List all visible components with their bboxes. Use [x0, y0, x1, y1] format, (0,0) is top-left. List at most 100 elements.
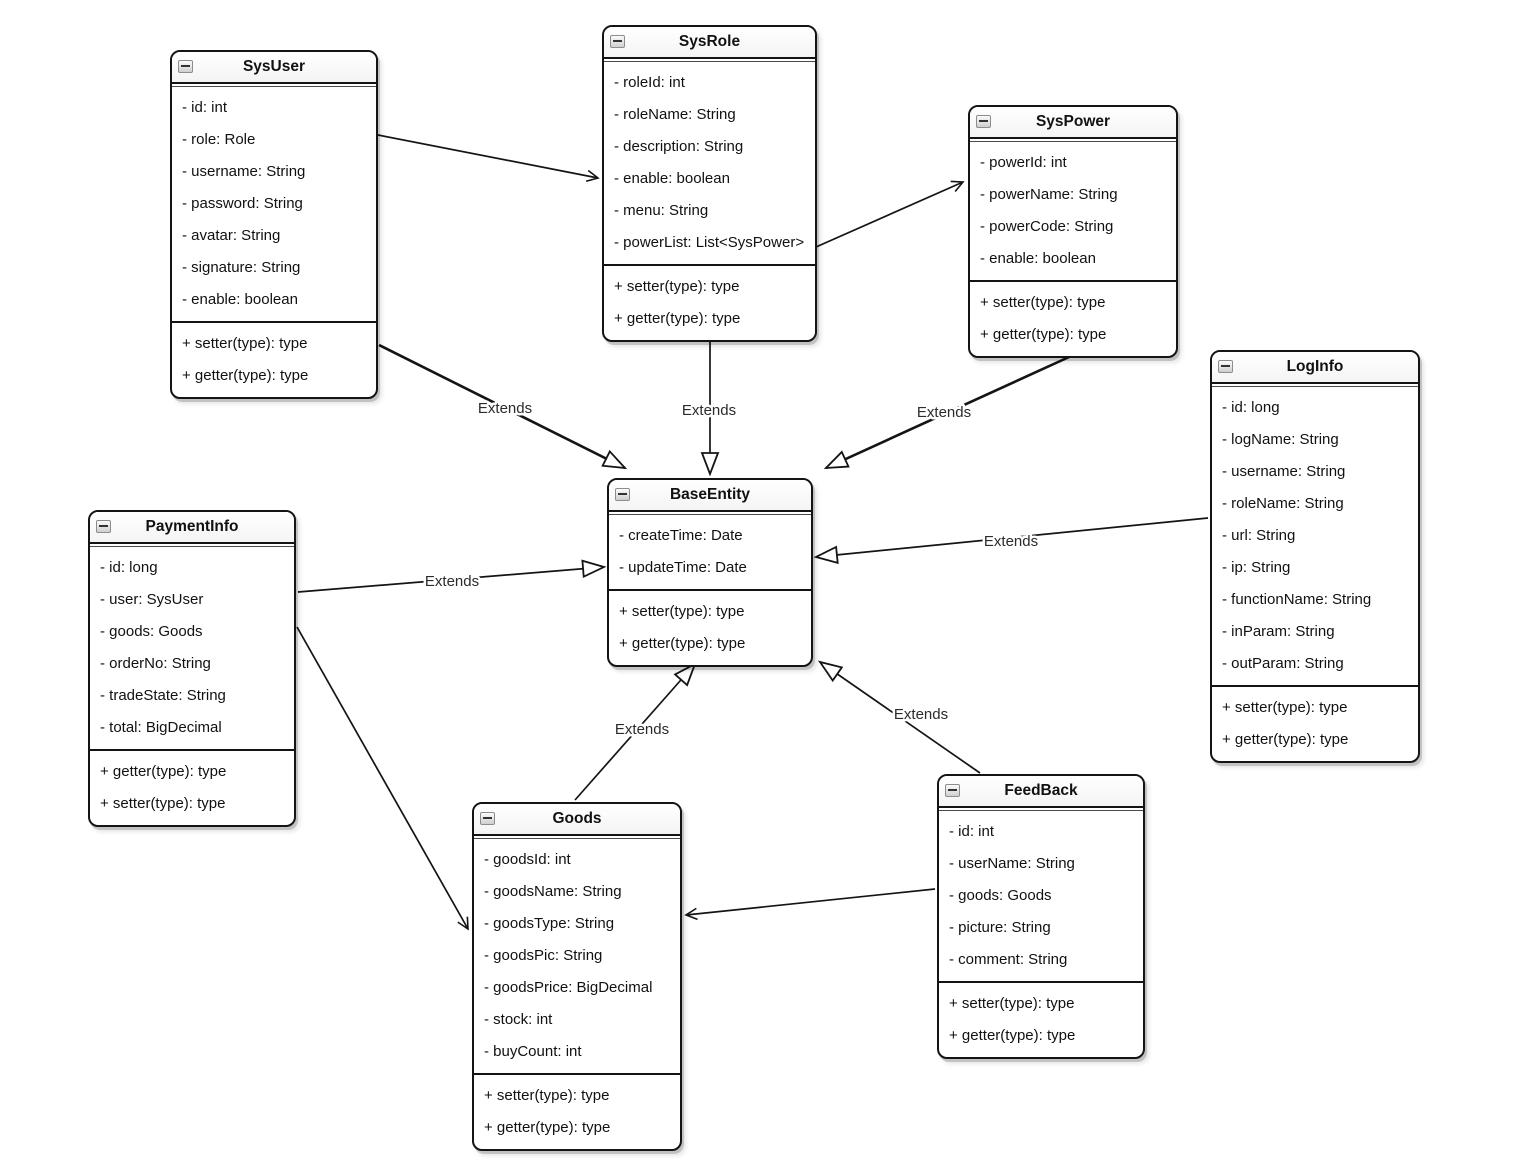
attribute-row[interactable]: - goodsType: String	[484, 915, 615, 932]
attribute-row[interactable]: - powerCode: String	[980, 218, 1114, 235]
edge-sysrole-syspower-association[interactable]	[815, 180, 965, 248]
method-row[interactable]: + getter(type): type	[1222, 731, 1349, 748]
edge-label-extends[interactable]: Extends	[679, 400, 738, 422]
collapse-minus-icon[interactable]	[945, 784, 960, 797]
class-title-bar[interactable]: SysPower	[970, 107, 1176, 139]
attribute-row[interactable]: - picture: String	[949, 919, 1051, 936]
class-loginfo[interactable]: LogInfo - id: long - logName: String - use…	[1210, 350, 1420, 763]
edge-label-extends[interactable]: Extends	[891, 704, 950, 726]
edge-goods-extends-baseentity[interactable]: Extends	[574, 662, 697, 801]
attribute-row[interactable]: - goodsId: int	[484, 851, 571, 868]
collapse-minus-icon[interactable]	[96, 520, 111, 533]
class-baseentity[interactable]: BaseEntity - createTime: Date - updateTim…	[607, 478, 813, 667]
attribute-row[interactable]: - goodsPic: String	[484, 947, 603, 964]
attribute-row[interactable]: - powerId: int	[980, 154, 1067, 171]
method-row[interactable]: + getter(type): type	[484, 1119, 611, 1136]
attribute-row[interactable]: - outParam: String	[1222, 655, 1344, 672]
attribute-row[interactable]: - goods: Goods	[100, 623, 203, 640]
collapse-minus-icon[interactable]	[976, 115, 991, 128]
method-row[interactable]: + setter(type): type	[949, 995, 1075, 1012]
attribute-row[interactable]: - id: long	[100, 559, 158, 576]
method-row[interactable]: + getter(type): type	[949, 1027, 1076, 1044]
attribute-row[interactable]: - enable: boolean	[980, 250, 1096, 267]
edge-feedback-extends-baseentity[interactable]: Extends	[817, 660, 981, 774]
class-sysuser[interactable]: SysUser - id: int - role: Role - username:…	[170, 50, 378, 399]
class-title-bar[interactable]: SysRole	[604, 27, 815, 59]
method-row[interactable]: + getter(type): type	[100, 763, 227, 780]
method-row[interactable]: + setter(type): type	[484, 1087, 610, 1104]
class-title-bar[interactable]: SysUser	[172, 52, 376, 84]
attribute-row[interactable]: - role: Role	[182, 131, 256, 148]
attribute-row[interactable]: - avatar: String	[182, 227, 281, 244]
attribute-row[interactable]: - powerName: String	[980, 186, 1118, 203]
method-row[interactable]: + getter(type): type	[182, 367, 309, 384]
attribute-row[interactable]: - description: String	[614, 138, 744, 155]
attribute-row[interactable]: - powerList: List<SysPower>	[614, 234, 805, 251]
collapse-minus-icon[interactable]	[480, 812, 495, 825]
edge-paymentinfo-extends-baseentity[interactable]: Extends	[297, 559, 607, 593]
attribute-row[interactable]: - total: BigDecimal	[100, 719, 222, 736]
class-syspower[interactable]: SysPower - powerId: int - powerName: Stri…	[968, 105, 1178, 358]
attribute-row[interactable]: - roleName: String	[1222, 495, 1344, 512]
attribute-row[interactable]: - inParam: String	[1222, 623, 1335, 640]
class-title-bar[interactable]: PaymentInfo	[90, 512, 294, 544]
attribute-row[interactable]: - comment: String	[949, 951, 1068, 968]
edge-feedback-goods-association[interactable]	[684, 888, 936, 921]
edge-syspower-extends-baseentity[interactable]: Extends	[823, 350, 1081, 470]
attribute-row[interactable]: - enable: boolean	[182, 291, 298, 308]
attribute-row[interactable]: - goodsPrice: BigDecimal	[484, 979, 653, 996]
method-row[interactable]: + setter(type): type	[980, 294, 1106, 311]
class-title-bar[interactable]: Goods	[474, 804, 680, 836]
attribute-row[interactable]: - goodsName: String	[484, 883, 622, 900]
attribute-row[interactable]: - roleId: int	[614, 74, 685, 91]
attribute-row[interactable]: - userName: String	[949, 855, 1075, 872]
attribute-row[interactable]: - id: int	[182, 99, 228, 116]
attribute-row[interactable]: - url: String	[1222, 527, 1296, 544]
edge-loginfo-extends-baseentity[interactable]: Extends	[813, 517, 1209, 565]
edge-sysuser-extends-baseentity[interactable]: Extends	[378, 343, 628, 470]
attribute-row[interactable]: - id: long	[1222, 399, 1280, 416]
attribute-row[interactable]: - createTime: Date	[619, 527, 743, 544]
attribute-row[interactable]: - menu: String	[614, 202, 709, 219]
method-row[interactable]: + getter(type): type	[619, 635, 746, 652]
method-row[interactable]: + setter(type): type	[614, 278, 740, 295]
attribute-row[interactable]: - enable: boolean	[614, 170, 730, 187]
collapse-minus-icon[interactable]	[610, 35, 625, 48]
attribute-row[interactable]: - stock: int	[484, 1011, 553, 1028]
class-title-bar[interactable]: LogInfo	[1212, 352, 1418, 384]
attribute-row[interactable]: - goods: Goods	[949, 887, 1052, 904]
attribute-row[interactable]: - username: String	[1222, 463, 1346, 480]
attribute-row[interactable]: - id: int	[949, 823, 995, 840]
attribute-row[interactable]: - updateTime: Date	[619, 559, 747, 576]
collapse-minus-icon[interactable]	[178, 60, 193, 73]
attribute-row[interactable]: - roleName: String	[614, 106, 736, 123]
method-row[interactable]: + setter(type): type	[1222, 699, 1348, 716]
collapse-minus-icon[interactable]	[1218, 360, 1233, 373]
class-title-bar[interactable]: FeedBack	[939, 776, 1143, 808]
attribute-row[interactable]: - tradeState: String	[100, 687, 226, 704]
class-sysrole[interactable]: SysRole - roleId: int - roleName: String -…	[602, 25, 817, 342]
edge-sysrole-extends-baseentity[interactable]: Extends	[679, 338, 739, 477]
attribute-row[interactable]: - username: String	[182, 163, 306, 180]
method-row[interactable]: + setter(type): type	[100, 795, 226, 812]
method-row[interactable]: + getter(type): type	[614, 310, 741, 327]
attribute-row[interactable]: - signature: String	[182, 259, 301, 276]
edge-label-extends[interactable]: Extends	[422, 571, 481, 593]
edge-paymentinfo-goods-association[interactable]	[296, 626, 469, 931]
class-feedback[interactable]: FeedBack - id: int - userName: String - go…	[937, 774, 1145, 1059]
method-row[interactable]: + setter(type): type	[182, 335, 308, 352]
edge-label-extends[interactable]: Extends	[981, 531, 1040, 553]
class-title-bar[interactable]: BaseEntity	[609, 480, 811, 512]
attribute-row[interactable]: - password: String	[182, 195, 303, 212]
edge-label-extends[interactable]: Extends	[914, 402, 973, 424]
attribute-row[interactable]: - logName: String	[1222, 431, 1339, 448]
edge-label-extends[interactable]: Extends	[475, 398, 534, 420]
class-goods[interactable]: Goods - goodsId: int - goodsName: String -…	[472, 802, 682, 1151]
method-row[interactable]: + getter(type): type	[980, 326, 1107, 343]
method-row[interactable]: + setter(type): type	[619, 603, 745, 620]
class-paymentinfo[interactable]: PaymentInfo - id: long - user: SysUser - g…	[88, 510, 296, 827]
edge-label-extends[interactable]: Extends	[612, 719, 671, 741]
attribute-row[interactable]: - user: SysUser	[100, 591, 204, 608]
attribute-row[interactable]: - orderNo: String	[100, 655, 211, 672]
